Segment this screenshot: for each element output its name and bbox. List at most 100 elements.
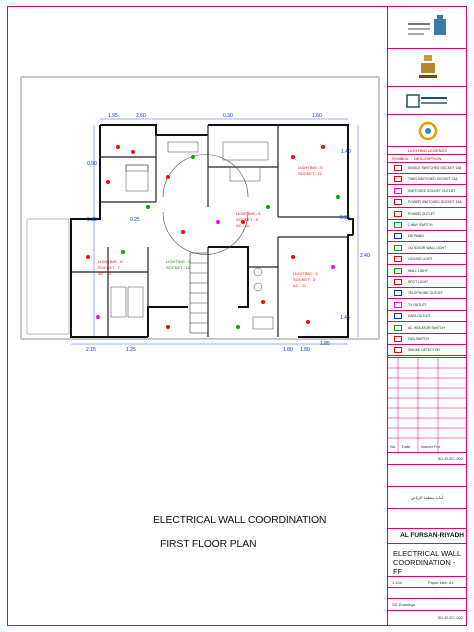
legend-symbol-icon: [394, 347, 402, 354]
room3-ac: AC : 11: [98, 271, 112, 276]
room4-ac: AC : 11: [293, 283, 307, 288]
room5-lighting: LIGHTING : 5: [166, 259, 191, 264]
legend-row: DATA OUTLET: [388, 311, 467, 323]
legend-desc: POWER OUTLET: [408, 211, 436, 216]
room1-lighting: LIGHTING : 5: [298, 165, 323, 170]
legend-desc: 1 WAY SWITCH: [408, 223, 433, 227]
dim-bottom-5: 1.85: [320, 341, 330, 347]
rev-col-date: Date: [402, 444, 411, 449]
scale-row: 1:100 Paper size: A1: [388, 577, 467, 588]
room4-socket: SOCKET : 5: [293, 277, 316, 282]
legend-desc: DB PANEL: [408, 234, 425, 239]
authority-logo-icon: [418, 54, 437, 78]
sheet-code-row: SD-ELEC-002: [388, 453, 467, 465]
dim-left-1: 0.90: [87, 161, 97, 167]
sheet-frame: [7, 6, 467, 626]
legend-desc: SWITCHED SOCKET OUTLET: [408, 188, 456, 193]
dim-top-1: 1.95: [108, 113, 118, 119]
arabic-project-row: أمانة منطقة الرياض: [388, 487, 467, 509]
legend-symbol-icon: [394, 313, 402, 320]
legend-symbol-icon: [394, 187, 402, 194]
legend-row: SWITCHED SOCKET OUTLET: [388, 186, 467, 197]
project-name-row: AL FURSAN-RIYADH: [388, 529, 467, 544]
furniture: [110, 141, 274, 330]
legend-desc: TV OUTLET: [408, 302, 427, 307]
inner-walls: [71, 125, 348, 337]
room1-socket: SOCKET : 12: [298, 171, 323, 176]
legend-desc: TWIN SWITCHED SOCKET 13A: [408, 177, 458, 182]
scale: 1:100: [392, 580, 403, 585]
sheet-title: ELECTRICAL WALL COORDINATION - FF: [393, 549, 461, 576]
legend-symbol-icon: [394, 279, 402, 285]
legend-header: SYMBOL DESCRIPTION: [388, 155, 467, 163]
legend-table: LIGHTING LEGENDS SYMBOL DESCRIPTION SING…: [388, 147, 467, 358]
legend-desc: TELEPHONE OUTLET: [408, 291, 443, 296]
legend-row: SINGLE SWITCHED SOCKET 13A: [388, 163, 467, 174]
legend-row: TV OUTLET: [388, 300, 467, 311]
outer-walls: [70, 124, 354, 338]
revision-grid-lines: [388, 358, 467, 453]
legend-row: SMOKE DETECTOR: [388, 345, 467, 357]
dim-bottom-3: 1.80: [283, 347, 293, 353]
dim-right-2: 0.35: [340, 215, 350, 221]
legend-row: OUTDOOR WALL LIGHT: [388, 243, 467, 254]
hall-arc-top: [162, 154, 249, 198]
room3-socket: SOCKET : 7: [98, 265, 121, 270]
legend-symbol-icon: [394, 176, 402, 183]
blank-row-3: [388, 588, 467, 599]
room3-lighting: LIGHTING : 6: [98, 259, 123, 264]
dim-left-2: 0.65: [87, 217, 97, 223]
sheet-title-row: ELECTRICAL WALL COORDINATION - FF: [388, 544, 467, 577]
legend-row: DB PANEL: [388, 231, 467, 243]
legend-row: POWER OUTLET: [388, 209, 467, 220]
legend-desc: SPOT LIGHT: [408, 280, 429, 284]
architect-logo-icon: [405, 93, 447, 108]
legend-desc: AC ISOLATOR SWITCH: [408, 325, 445, 330]
revision-grid: No. Date Issued For: [388, 358, 467, 453]
blank-row-2: [388, 509, 467, 529]
dimension-lines: [71, 118, 359, 345]
legend-symbol-icon: [394, 244, 402, 251]
dim-bottom-1: 2.15: [86, 347, 96, 353]
legend-col-symbol: SYMBOL: [392, 156, 409, 161]
legend-symbol-icon: [394, 222, 402, 228]
legend-desc: CEILING LIGHT: [408, 257, 433, 262]
legend-row: SPOT LIGHT: [388, 277, 467, 288]
legend-col-desc: DESCRIPTION: [414, 156, 442, 161]
legend-row: AC ISOLATOR SWITCH: [388, 323, 467, 334]
client-logo-box: [388, 7, 467, 49]
project-name: AL FURSAN-RIYADH: [400, 532, 464, 539]
legend-desc: WALL LIGHT: [408, 268, 428, 273]
rev-col-issued: Issued For: [421, 444, 440, 449]
legend-symbol-icon: [394, 267, 402, 274]
legend-row: TELEPHONE OUTLET: [388, 288, 467, 300]
drawing-area: 1.95 2.60 0.30 1.60 2.15 1.25 1.80 1.80 …: [8, 7, 386, 625]
sheet-code: SD-ELEC-002: [437, 456, 463, 461]
consultant-logo-box: [388, 115, 467, 147]
legend-symbol-icon: [394, 233, 402, 240]
drawing-title: ELECTRICAL WALL COORDINATION: [153, 514, 327, 526]
paper-size: Paper size: A1: [428, 580, 454, 585]
plot-boundary: [20, 76, 380, 340]
authority-logo-box: [388, 49, 467, 87]
blank-row-1: [388, 465, 467, 487]
consultant-logo-icon: [418, 121, 437, 140]
dim-left-3: 0.25: [130, 217, 140, 223]
legend-row: FAN SWITCH: [388, 334, 467, 345]
dim-right-1: 1.40: [341, 149, 351, 155]
dim-top-2: 2.60: [136, 113, 146, 119]
legend-symbol-icon: [394, 290, 402, 297]
dim-right-4: 2.40: [360, 253, 370, 259]
legend-row: POWER SWITCHED SOCKET 15A: [388, 197, 467, 209]
legend-symbol-icon: [394, 301, 402, 308]
floor-plan-svg: 1.95 2.60 0.30 1.60 2.15 1.25 1.80 1.80 …: [20, 76, 380, 353]
hall-arc-bottom: [162, 211, 249, 255]
drawing-subtitle: FIRST FLOOR PLAN: [160, 538, 257, 550]
room2-lighting: LIGHTING : 5: [236, 211, 261, 216]
legend-desc: SMOKE DETECTOR: [408, 348, 440, 353]
legend-symbol-icon: [394, 336, 402, 342]
sheet-no-row: SD-ELEC-002: [388, 611, 467, 625]
client-logo-icon: [407, 14, 446, 35]
arabic-project: أمانة منطقة الرياض: [410, 495, 444, 500]
architect-logo-box: [388, 87, 467, 115]
